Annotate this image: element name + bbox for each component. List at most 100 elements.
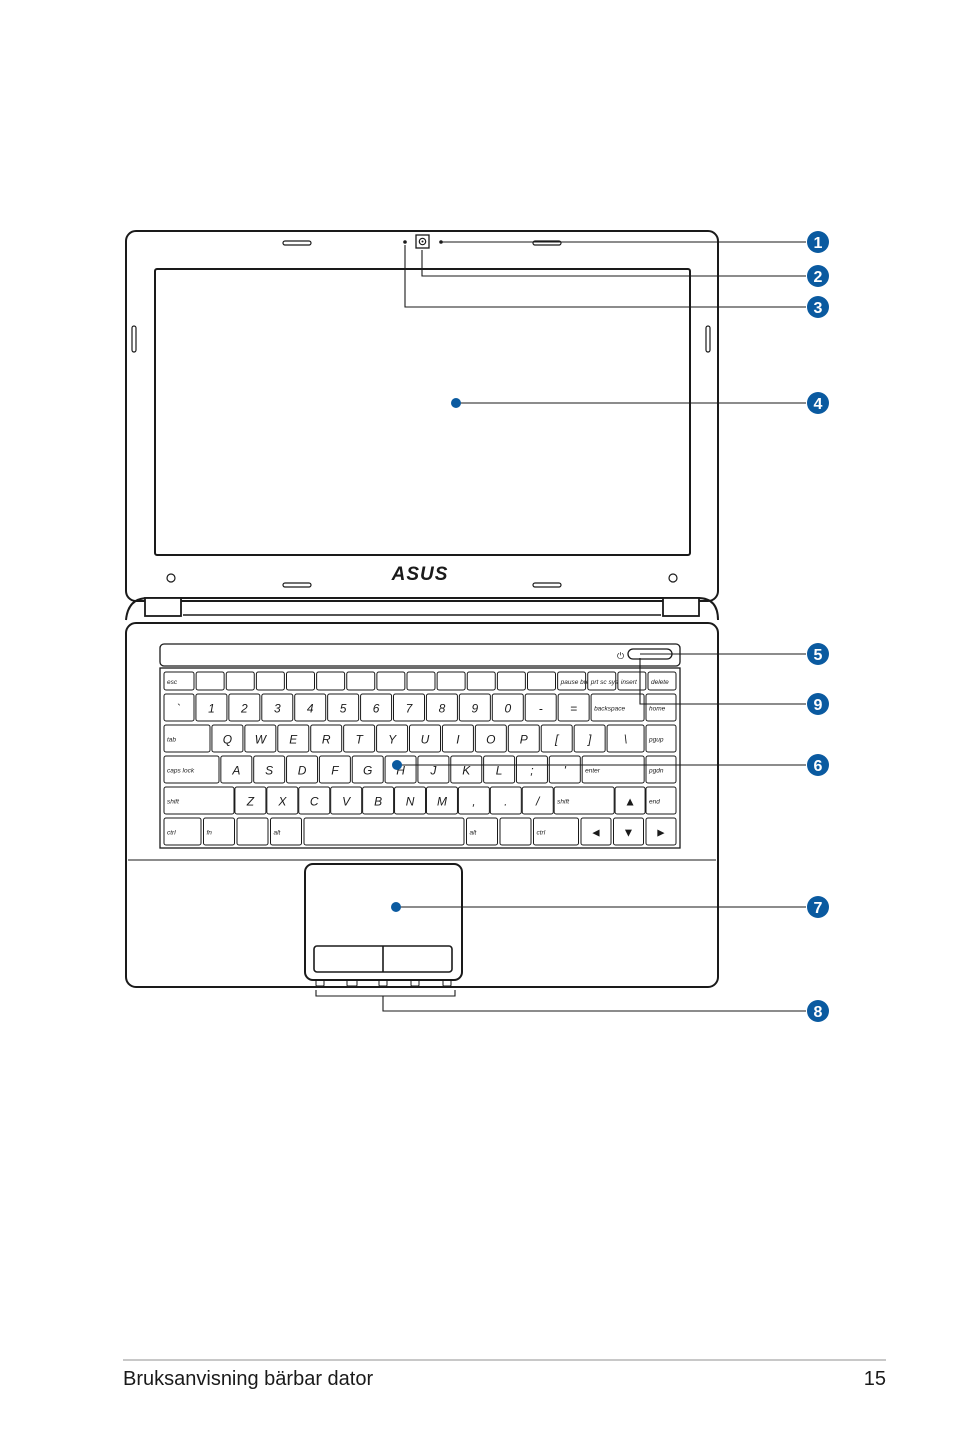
key-r2-c9[interactable]: O: [474, 724, 507, 753]
key-r3-c3[interactable]: D: [286, 755, 319, 784]
key-r5-c10[interactable]: ►: [645, 817, 677, 846]
key-r3-c8[interactable]: K: [450, 755, 483, 784]
callout-badge-6: 6: [807, 754, 829, 776]
key-r5-c1[interactable]: fn: [203, 817, 235, 846]
key-r0-c0[interactable]: esc: [163, 671, 195, 691]
key-r2-c5[interactable]: T: [343, 724, 376, 753]
key-r0-c4[interactable]: [286, 671, 315, 691]
svg-text:caps lock: caps lock: [167, 768, 195, 775]
footer-rule: [123, 1359, 886, 1361]
svg-text:prt sc sysrq: prt sc sysrq: [590, 679, 625, 686]
key-r4-c8[interactable]: ,: [457, 786, 490, 815]
key-r4-c0[interactable]: shift: [163, 786, 235, 815]
key-r3-c2[interactable]: S: [253, 755, 286, 784]
key-r1-c9[interactable]: 9: [458, 693, 491, 722]
key-r5-c7[interactable]: ctrl: [533, 817, 579, 846]
key-r1-c1[interactable]: 1: [195, 693, 228, 722]
svg-text:delete: delete: [651, 679, 669, 686]
key-r1-c13[interactable]: backspace: [590, 693, 645, 722]
key-r1-c2[interactable]: 2: [228, 693, 261, 722]
key-r3-c9[interactable]: L: [483, 755, 516, 784]
key-r4-c12[interactable]: ▲: [614, 786, 646, 815]
key-r1-c11[interactable]: -: [524, 693, 557, 722]
key-r3-c13[interactable]: pgdn: [645, 755, 677, 784]
svg-text:W: W: [255, 733, 268, 747]
key-r1-c10[interactable]: 0: [491, 693, 524, 722]
key-r4-c5[interactable]: B: [362, 786, 395, 815]
key-r1-c5[interactable]: 5: [327, 693, 360, 722]
key-r0-c14[interactable]: prt sc sysrq: [587, 671, 625, 691]
key-r2-c1[interactable]: Q: [211, 724, 244, 753]
key-r2-c11[interactable]: [: [540, 724, 573, 753]
key-r0-c3[interactable]: [255, 671, 285, 691]
key-r0-c1[interactable]: [195, 671, 225, 691]
svg-text:◄: ◄: [590, 826, 602, 840]
key-r2-c14[interactable]: pgup: [645, 724, 677, 753]
key-r2-c4[interactable]: R: [310, 724, 343, 753]
key-r0-c15[interactable]: insert: [617, 671, 647, 691]
key-r4-c10[interactable]: /: [521, 786, 554, 815]
key-r4-c1[interactable]: Z: [234, 786, 267, 815]
key-r2-c2[interactable]: W: [244, 724, 277, 753]
key-r1-c14[interactable]: home: [645, 693, 677, 722]
key-r5-c8[interactable]: ◄: [580, 817, 612, 846]
key-r4-c4[interactable]: V: [330, 786, 363, 815]
key-r1-c0[interactable]: `: [163, 693, 195, 722]
key-r2-c6[interactable]: Y: [376, 724, 409, 753]
svg-text:R: R: [322, 733, 331, 747]
key-r0-c16[interactable]: delete: [647, 671, 677, 691]
key-r3-c4[interactable]: F: [318, 755, 351, 784]
key-r1-c12[interactable]: =: [557, 693, 590, 722]
key-r3-c11[interactable]: ': [548, 755, 581, 784]
key-r3-c1[interactable]: A: [220, 755, 253, 784]
key-r0-c11[interactable]: [496, 671, 526, 691]
key-r5-c5[interactable]: alt: [466, 817, 498, 846]
svg-text:`: `: [177, 702, 181, 716]
key-r4-c2[interactable]: X: [266, 786, 299, 815]
key-r1-c3[interactable]: 3: [261, 693, 294, 722]
key-r2-c3[interactable]: E: [277, 724, 310, 753]
key-r5-c6[interactable]: [499, 817, 532, 846]
svg-text:\: \: [624, 733, 627, 747]
key-r3-c6[interactable]: H: [384, 755, 417, 784]
key-r2-c0[interactable]: tab: [163, 724, 211, 753]
key-r3-c10[interactable]: ;: [515, 755, 548, 784]
asus-logo: ASUS: [391, 564, 449, 585]
key-r3-c5[interactable]: G: [351, 755, 384, 784]
key-r0-c2[interactable]: [225, 671, 255, 691]
key-r4-c7[interactable]: M: [425, 786, 458, 815]
key-r5-c0[interactable]: ctrl: [163, 817, 202, 846]
key-r1-c4[interactable]: 4: [294, 693, 327, 722]
key-r3-c12[interactable]: enter: [581, 755, 645, 784]
key-r2-c12[interactable]: ]: [573, 724, 606, 753]
key-r2-c13[interactable]: \: [606, 724, 645, 753]
key-r0-c7[interactable]: [376, 671, 406, 691]
key-r0-c5[interactable]: [316, 671, 346, 691]
key-r0-c12[interactable]: [527, 671, 556, 691]
key-r1-c6[interactable]: 6: [360, 693, 393, 722]
key-r2-c8[interactable]: I: [441, 724, 474, 753]
key-r4-c9[interactable]: .: [489, 786, 522, 815]
key-r2-c7[interactable]: U: [409, 724, 441, 753]
svg-text:P: P: [520, 733, 528, 747]
key-r2-c10[interactable]: P: [507, 724, 540, 753]
key-r0-c6[interactable]: [346, 671, 376, 691]
key-r5-c2[interactable]: [236, 817, 269, 846]
key-r0-c9[interactable]: [436, 671, 466, 691]
key-r4-c6[interactable]: N: [394, 786, 427, 815]
svg-text:►: ►: [655, 826, 667, 840]
key-r3-c0[interactable]: caps lock: [163, 755, 220, 784]
key-r3-c7[interactable]: J: [417, 755, 450, 784]
key-r4-c3[interactable]: C: [298, 786, 331, 815]
key-r5-c4[interactable]: [303, 817, 465, 846]
key-r5-c3[interactable]: alt: [270, 817, 302, 846]
key-r5-c9[interactable]: ▼: [613, 817, 644, 846]
key-r0-c8[interactable]: [406, 671, 436, 691]
key-r0-c13[interactable]: pause break: [557, 671, 598, 691]
key-r1-c8[interactable]: 8: [425, 693, 458, 722]
key-r4-c11[interactable]: shift: [553, 786, 615, 815]
key-r4-c13[interactable]: end: [645, 786, 677, 815]
key-r0-c10[interactable]: [466, 671, 496, 691]
key-r1-c7[interactable]: 7: [393, 693, 425, 722]
status-indicators: [315, 979, 452, 987]
